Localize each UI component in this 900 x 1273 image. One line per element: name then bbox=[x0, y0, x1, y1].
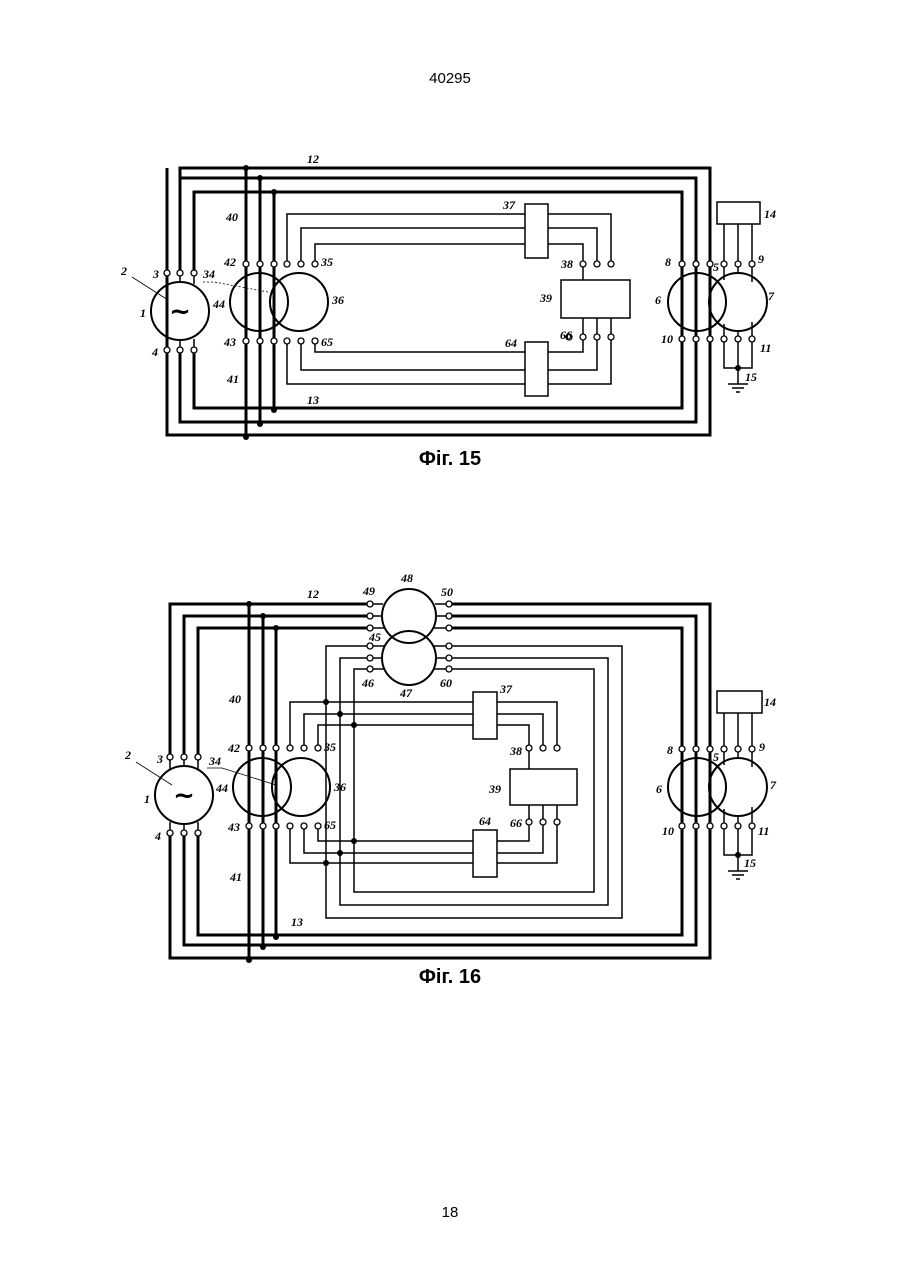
transformer-7-circle bbox=[709, 758, 767, 816]
figure-15-diagram: ~ 12 40 37 14 2 3 34 42 35 38 8 5 9 1 44… bbox=[0, 140, 900, 450]
label-41: 41 bbox=[226, 372, 239, 386]
label-42: 42 bbox=[227, 741, 240, 755]
label-39: 39 bbox=[488, 782, 501, 796]
label-10: 10 bbox=[662, 824, 674, 838]
label-8: 8 bbox=[667, 743, 673, 757]
label-10: 10 bbox=[661, 332, 673, 346]
label-4: 4 bbox=[151, 345, 158, 359]
label-43: 43 bbox=[227, 820, 240, 834]
label-37: 37 bbox=[499, 682, 513, 696]
block-64 bbox=[525, 342, 548, 396]
label-34: 34 bbox=[202, 267, 215, 281]
label-2: 2 bbox=[124, 748, 131, 762]
label-38: 38 bbox=[560, 257, 573, 271]
ground-symbol bbox=[728, 871, 748, 879]
label-35: 35 bbox=[323, 740, 336, 754]
label-13: 13 bbox=[307, 393, 319, 407]
label-3: 3 bbox=[152, 267, 159, 281]
block-64 bbox=[473, 830, 497, 877]
label-2: 2 bbox=[120, 264, 127, 278]
label-42: 42 bbox=[223, 255, 236, 269]
ground-symbol bbox=[728, 384, 748, 392]
outer-loop-3 bbox=[198, 628, 682, 935]
label-40: 40 bbox=[225, 210, 238, 224]
label-66: 66 bbox=[560, 328, 572, 342]
label-7: 7 bbox=[768, 289, 775, 303]
generator-symbol: ~ bbox=[173, 781, 195, 811]
label-36: 36 bbox=[331, 293, 344, 307]
block-14 bbox=[717, 691, 762, 713]
label-13: 13 bbox=[291, 915, 303, 929]
label-4: 4 bbox=[154, 829, 161, 843]
label-64: 64 bbox=[479, 814, 491, 828]
thin-line-b bbox=[301, 228, 597, 262]
label-1: 1 bbox=[140, 306, 146, 320]
label-11: 11 bbox=[760, 341, 771, 355]
label-35: 35 bbox=[320, 255, 333, 269]
label-46: 46 bbox=[361, 676, 374, 690]
label-9: 9 bbox=[759, 740, 765, 754]
label-15: 15 bbox=[745, 370, 757, 384]
label-7: 7 bbox=[770, 778, 777, 792]
label-15: 15 bbox=[744, 856, 756, 870]
label-5: 5 bbox=[713, 750, 719, 764]
label-6: 6 bbox=[656, 782, 662, 796]
label-43: 43 bbox=[223, 335, 236, 349]
label-44: 44 bbox=[212, 297, 225, 311]
label-5: 5 bbox=[713, 260, 719, 274]
label-38: 38 bbox=[509, 744, 522, 758]
transformer-36-circle bbox=[272, 758, 330, 816]
label-36: 36 bbox=[333, 780, 346, 794]
label-12: 12 bbox=[307, 152, 319, 166]
block-39 bbox=[561, 280, 630, 318]
label-47: 47 bbox=[399, 686, 413, 700]
label-9: 9 bbox=[758, 252, 764, 266]
transformer-36-circle bbox=[270, 273, 328, 331]
label-39: 39 bbox=[539, 291, 552, 305]
block-39 bbox=[510, 769, 577, 805]
label-60: 60 bbox=[440, 676, 452, 690]
figure-16-caption: Фіг. 16 bbox=[0, 966, 900, 989]
label-44: 44 bbox=[215, 781, 228, 795]
transformer-7-circle bbox=[709, 273, 767, 331]
block-37 bbox=[473, 692, 497, 739]
page-number: 18 bbox=[0, 1204, 900, 1221]
label-65: 65 bbox=[324, 818, 336, 832]
generator-symbol: ~ bbox=[169, 297, 191, 327]
label-11: 11 bbox=[758, 824, 769, 838]
label-65: 65 bbox=[321, 335, 333, 349]
label-50: 50 bbox=[441, 585, 453, 599]
label-40: 40 bbox=[228, 692, 241, 706]
transformer-48-circle bbox=[382, 589, 436, 643]
figure-16-diagram: ~ 12 49 48 50 45 46 47 60 40 37 14 2 3 3… bbox=[0, 565, 900, 965]
label-66: 66 bbox=[510, 816, 522, 830]
terminal-set bbox=[167, 601, 755, 836]
label-14: 14 bbox=[764, 207, 776, 221]
label-48: 48 bbox=[400, 571, 413, 585]
thin-line-a bbox=[287, 214, 611, 262]
label-8: 8 bbox=[665, 255, 671, 269]
block-37 bbox=[525, 204, 548, 258]
figure-15-caption: Фіг. 15 bbox=[0, 448, 900, 471]
label-49: 49 bbox=[362, 584, 375, 598]
label-41: 41 bbox=[229, 870, 242, 884]
document-number: 40295 bbox=[0, 70, 900, 87]
label-64: 64 bbox=[505, 336, 517, 350]
label-12: 12 bbox=[307, 587, 319, 601]
block-14 bbox=[717, 202, 760, 224]
label-1: 1 bbox=[144, 792, 150, 806]
label-6: 6 bbox=[655, 293, 661, 307]
label-37: 37 bbox=[502, 198, 516, 212]
label-14: 14 bbox=[764, 695, 776, 709]
thin-line-d bbox=[290, 805, 557, 863]
label-45: 45 bbox=[368, 630, 381, 644]
thin-line-e bbox=[301, 318, 597, 370]
label-3: 3 bbox=[156, 752, 163, 766]
transformer-47-circle bbox=[382, 631, 436, 685]
label-34: 34 bbox=[208, 754, 221, 768]
